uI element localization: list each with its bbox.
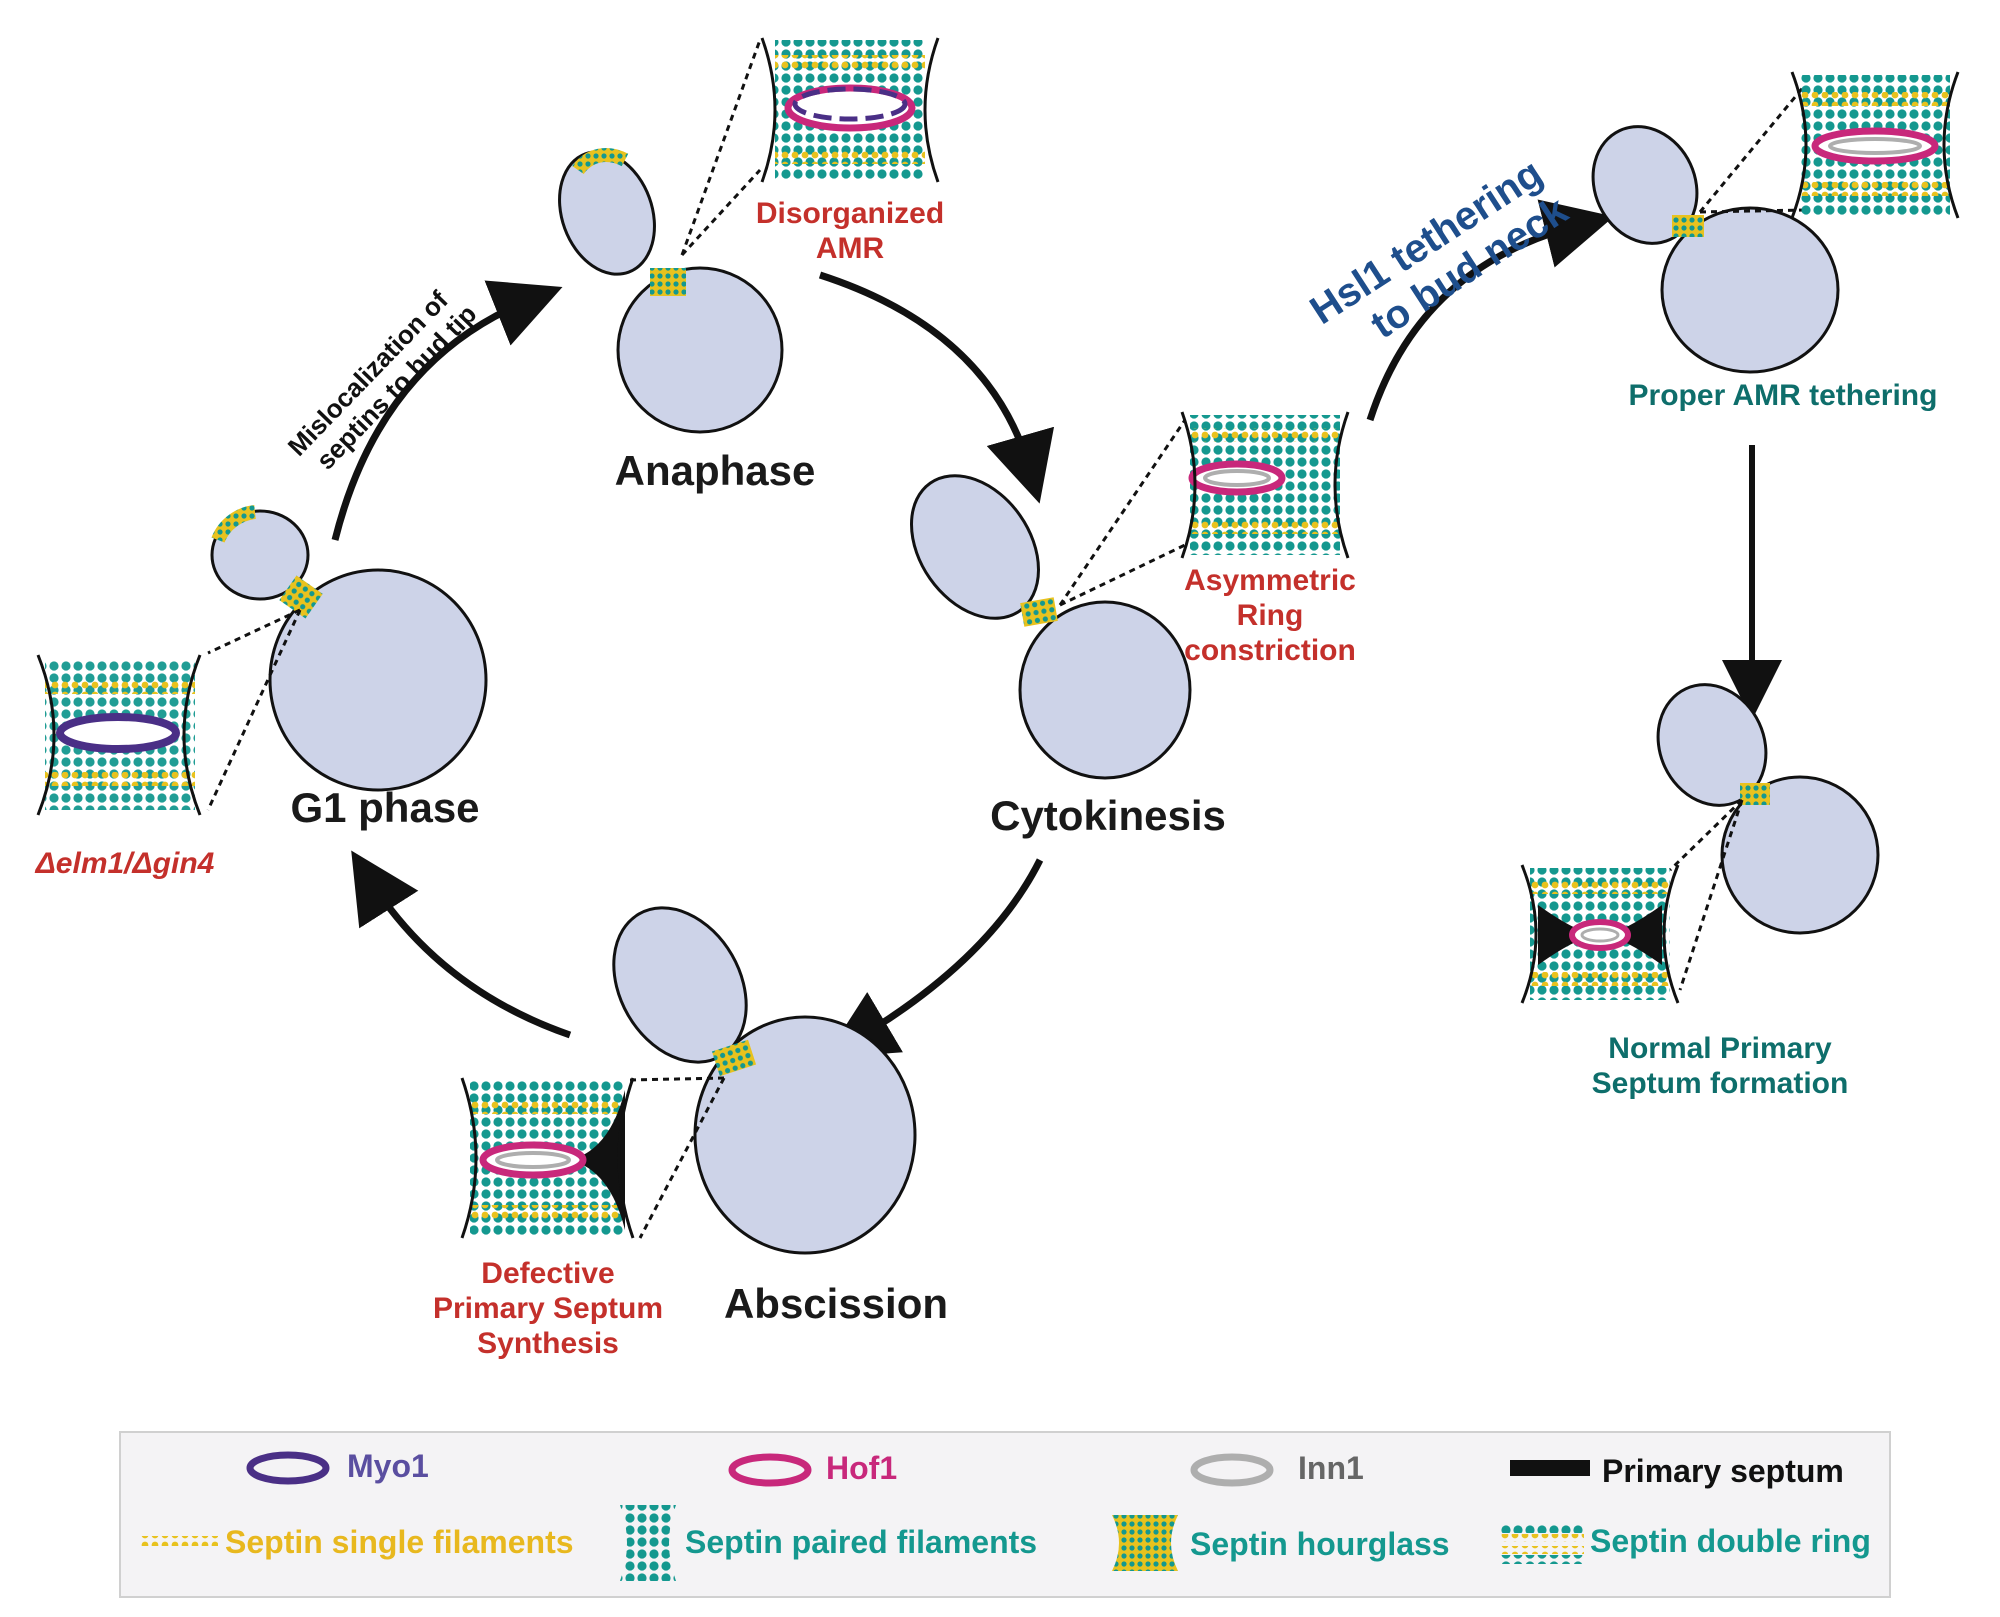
double-ring-icon	[1500, 1524, 1584, 1564]
anaphase-cell	[558, 148, 784, 434]
g1-neck-inset	[36, 654, 202, 816]
stage-label-g1: G1 phase	[290, 784, 479, 831]
asymmetric-line3: constriction	[1184, 634, 1356, 667]
arrow-g1-to-anaphase	[331, 280, 563, 541]
asymmetric-line1: Asymmetric	[1184, 564, 1356, 597]
legend-hourglass: Septin hourglass	[1190, 1526, 1450, 1562]
defective-line2: Primary Septum	[433, 1292, 663, 1325]
stage-label-cytokinesis: Cytokinesis	[990, 792, 1226, 839]
normal-line2: Septum formation	[1592, 1067, 1849, 1100]
disorganized-line2: AMR	[816, 232, 885, 265]
cytokinesis-neck-inset	[1180, 411, 1350, 559]
normal-neck-inset	[1520, 864, 1680, 1004]
single-filaments-icon	[140, 1536, 218, 1546]
arrow-anaphase-to-cytokinesis	[818, 271, 1055, 504]
legend-single-filaments: Septin single filaments	[225, 1524, 574, 1560]
inn1-ring-icon	[1190, 1453, 1274, 1487]
proper-cell	[1591, 125, 1840, 374]
legend-paired-filaments: Septin paired filaments	[685, 1524, 1037, 1560]
proper-neck-inset	[1790, 71, 1960, 219]
mislocalization-label: Mislocalization of septins to bud tip	[282, 285, 483, 476]
abscission-cell	[612, 906, 917, 1255]
abscission-neck-inset	[460, 1077, 635, 1239]
disorganized-line1: Disorganized	[756, 197, 944, 230]
myo1-ring-icon	[246, 1451, 330, 1485]
defective-line3: Synthesis	[477, 1327, 619, 1360]
legend-inn1: Inn1	[1298, 1450, 1364, 1486]
hsl1-label: Hsl1 tethering to bud neck	[1303, 151, 1577, 347]
primary-septum-icon	[1510, 1460, 1590, 1476]
legend-double-ring: Septin double ring	[1590, 1523, 1871, 1559]
cytokinesis-cell	[910, 474, 1192, 780]
hof1-ring-icon	[728, 1453, 812, 1487]
g1-cell	[210, 505, 488, 792]
defective-line1: Defective	[481, 1257, 614, 1290]
proper-label: Proper AMR tethering	[1629, 379, 1938, 412]
mutant-label: Δelm1/Δgin4	[35, 847, 215, 880]
arrow-cytokinesis-to-abscission	[824, 858, 1044, 1058]
arrow-abscission-to-g1	[351, 850, 572, 1039]
legend-primary-septum: Primary septum	[1602, 1453, 1844, 1489]
legend-myo1: Myo1	[347, 1448, 429, 1484]
hourglass-icon	[1104, 1515, 1186, 1571]
stage-label-anaphase: Anaphase	[615, 447, 816, 494]
legend-box	[119, 1431, 1891, 1598]
asymmetric-line2: Ring	[1237, 599, 1304, 632]
legend-hof1: Hof1	[826, 1450, 897, 1486]
anaphase-neck-inset	[760, 37, 940, 183]
stage-label-abscission: Abscission	[724, 1280, 948, 1327]
normal-cell	[1656, 683, 1880, 935]
legend: Myo1 Hof1 Inn1 Primary septum Septin sin…	[119, 1431, 1891, 1598]
paired-filaments-icon	[612, 1505, 684, 1581]
normal-line1: Normal Primary	[1608, 1032, 1832, 1065]
arrow-hsl1-tethering	[1366, 199, 1614, 422]
